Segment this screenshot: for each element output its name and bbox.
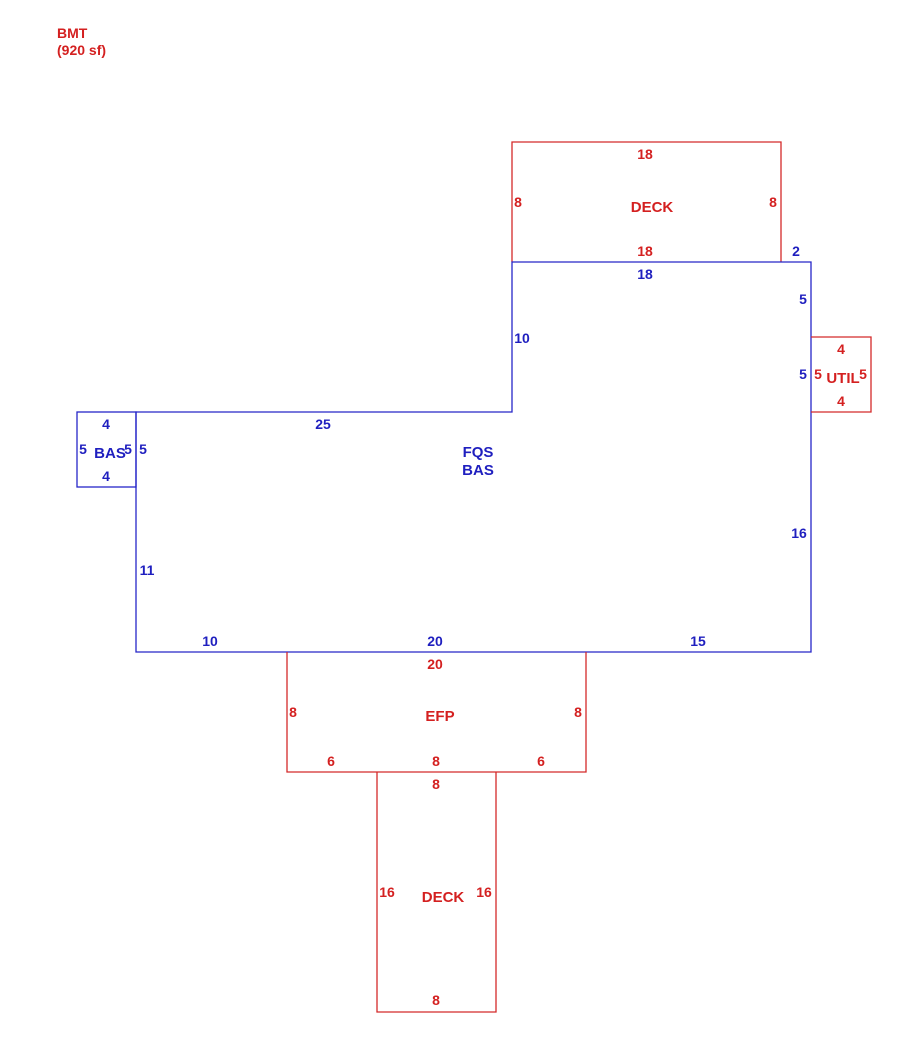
fqs-dim-bottom-left: 10	[202, 633, 218, 649]
deck-bottom-outline	[376, 772, 497, 1013]
fqs-dim-bottom-right: 15	[690, 633, 706, 649]
fqs-dim-right-util: 5	[799, 366, 807, 382]
efp-dim-top: 20	[427, 656, 443, 672]
fqs-dim-left-lower: 11	[140, 562, 155, 578]
fqs-dim-notch: 2	[792, 243, 800, 259]
fqs-bas-outline	[135, 261, 812, 653]
deck-bottom-dim-bottom: 8	[432, 992, 440, 1008]
bas-small-outline	[76, 411, 137, 488]
util-dim-top: 4	[837, 341, 845, 357]
efp-label: EFP	[425, 708, 454, 725]
efp-dim-bottom-left: 6	[327, 753, 335, 769]
efp-dim-bottom-mid: 8	[432, 753, 440, 769]
efp-area: 20 8 8 6 8 6 EFP	[286, 652, 587, 773]
deck-top-dim-left: 8	[514, 194, 522, 210]
fqs-dim-left-upper: 10	[514, 330, 530, 346]
deck-bottom-area: 8 16 16 8 DECK	[376, 772, 497, 1013]
efp-outline	[286, 652, 587, 773]
bas-small-dim-left: 5	[79, 441, 87, 457]
deck-top-dim-top: 18	[637, 146, 653, 162]
fqs-dim-right-upper: 5	[799, 291, 807, 307]
util-dim-bottom: 4	[837, 393, 845, 409]
fqs-dim-bottom-mid: 20	[427, 633, 443, 649]
bas-small-dim-right: 5	[124, 441, 132, 457]
deck-top-dim-bottom: 18	[637, 243, 653, 259]
util-area: 4 4 5 5 UTIL	[811, 336, 872, 413]
fqs-dim-top-upper: 18	[637, 266, 653, 282]
fqs-label: FQS	[463, 444, 494, 461]
util-dim-right: 5	[859, 366, 867, 382]
util-outline	[811, 336, 872, 413]
deck-top-outline	[511, 141, 782, 262]
deck-top-dim-right: 8	[769, 194, 777, 210]
fqs-bas-area: 18 2 5 5 16 10 25 11 10 20 15 5 FQS BAS	[135, 243, 812, 653]
deck-top-area: 18 18 8 8 DECK	[511, 141, 782, 262]
bas-small-area: 4 4 5 5 BAS	[76, 411, 137, 488]
bas-label: BAS	[462, 462, 494, 479]
bas-small-dim-top: 4	[102, 416, 110, 432]
fqs-dim-right-lower: 16	[791, 525, 807, 541]
deck-bottom-label: DECK	[422, 889, 465, 906]
sketch-total-area: (920 sf)	[57, 42, 106, 58]
deck-bottom-dim-right: 16	[476, 884, 492, 900]
bas-small-label: BAS	[94, 445, 126, 462]
efp-dim-right: 8	[574, 704, 582, 720]
fqs-dim-top-lower: 25	[315, 416, 331, 432]
deck-top-label: DECK	[631, 199, 674, 216]
efp-dim-bottom-right: 6	[537, 753, 545, 769]
util-dim-left: 5	[814, 366, 822, 382]
bas-small-dim-bottom: 4	[102, 468, 110, 484]
efp-dim-left: 8	[289, 704, 297, 720]
util-label: UTIL	[826, 370, 859, 387]
sketch-title: BMT	[57, 25, 88, 41]
fqs-dim-bas-join: 5	[139, 441, 147, 457]
deck-bottom-dim-top: 8	[432, 776, 440, 792]
deck-bottom-dim-left: 16	[379, 884, 395, 900]
